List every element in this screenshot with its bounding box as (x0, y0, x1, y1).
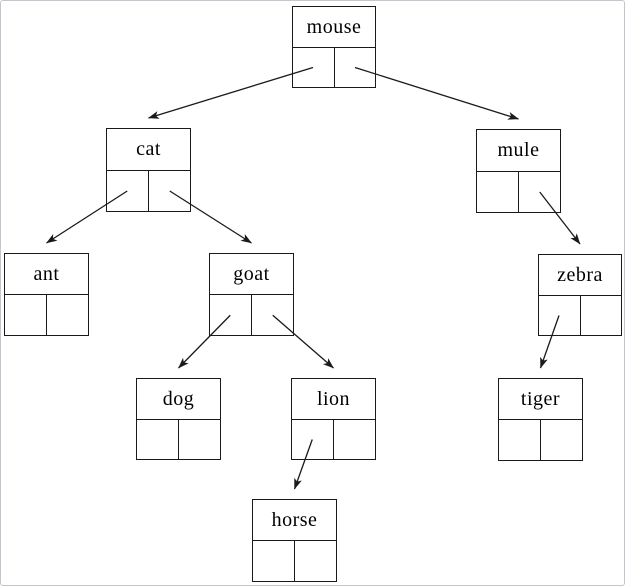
pointer-cells (477, 171, 560, 213)
right-pointer-cell (179, 420, 220, 460)
node-label: mouse (293, 7, 375, 48)
right-pointer-cell (47, 295, 88, 335)
node-label: dog (137, 379, 220, 420)
left-pointer-cell (499, 420, 541, 460)
tree-node-horse: horse (252, 499, 337, 582)
pointer-cells (292, 419, 375, 460)
right-pointer-cell (295, 541, 336, 581)
left-pointer-cell (293, 47, 335, 87)
pointer-cells (137, 419, 220, 460)
edge-mouse-cat (148, 66, 314, 119)
tree-node-zebra: zebra (538, 254, 622, 336)
edge-mouse-mule (354, 66, 519, 120)
right-pointer-cell (541, 420, 582, 460)
left-pointer-cell (210, 295, 252, 335)
tree-node-lion: lion (291, 378, 376, 460)
node-label: tiger (499, 379, 582, 420)
tree-node-cat: cat (106, 128, 191, 212)
left-pointer-cell (5, 295, 47, 335)
node-label: zebra (539, 255, 621, 296)
right-pointer-cell (334, 420, 375, 460)
left-pointer-cell (107, 170, 149, 211)
right-pointer-cell (149, 171, 190, 212)
tree-node-dog: dog (136, 378, 221, 460)
left-pointer-cell (477, 171, 519, 212)
left-pointer-cell (253, 541, 295, 581)
node-label: goat (210, 254, 293, 295)
right-pointer-cell (519, 172, 560, 213)
tree-node-mule: mule (476, 129, 561, 213)
node-label: cat (107, 129, 190, 171)
node-label: ant (5, 254, 88, 295)
tree-node-mouse: mouse (292, 6, 376, 88)
pointer-cells (5, 295, 88, 335)
pointer-cells (293, 47, 376, 88)
left-pointer-cell (292, 419, 334, 459)
pointer-cells (107, 170, 190, 212)
node-label: lion (292, 379, 375, 420)
left-pointer-cell (137, 419, 179, 459)
node-label: horse (253, 500, 336, 541)
pointer-cells (253, 541, 336, 581)
pointer-cells (210, 295, 293, 335)
tree-node-goat: goat (209, 253, 294, 336)
pointer-cells (499, 420, 582, 460)
pointer-cells (539, 295, 622, 336)
right-pointer-cell (335, 48, 376, 88)
right-pointer-cell (252, 295, 293, 335)
left-pointer-cell (539, 295, 581, 335)
right-pointer-cell (581, 296, 622, 336)
node-label: mule (477, 130, 560, 172)
tree-node-ant: ant (4, 253, 89, 336)
tree-node-tiger: tiger (498, 378, 583, 461)
